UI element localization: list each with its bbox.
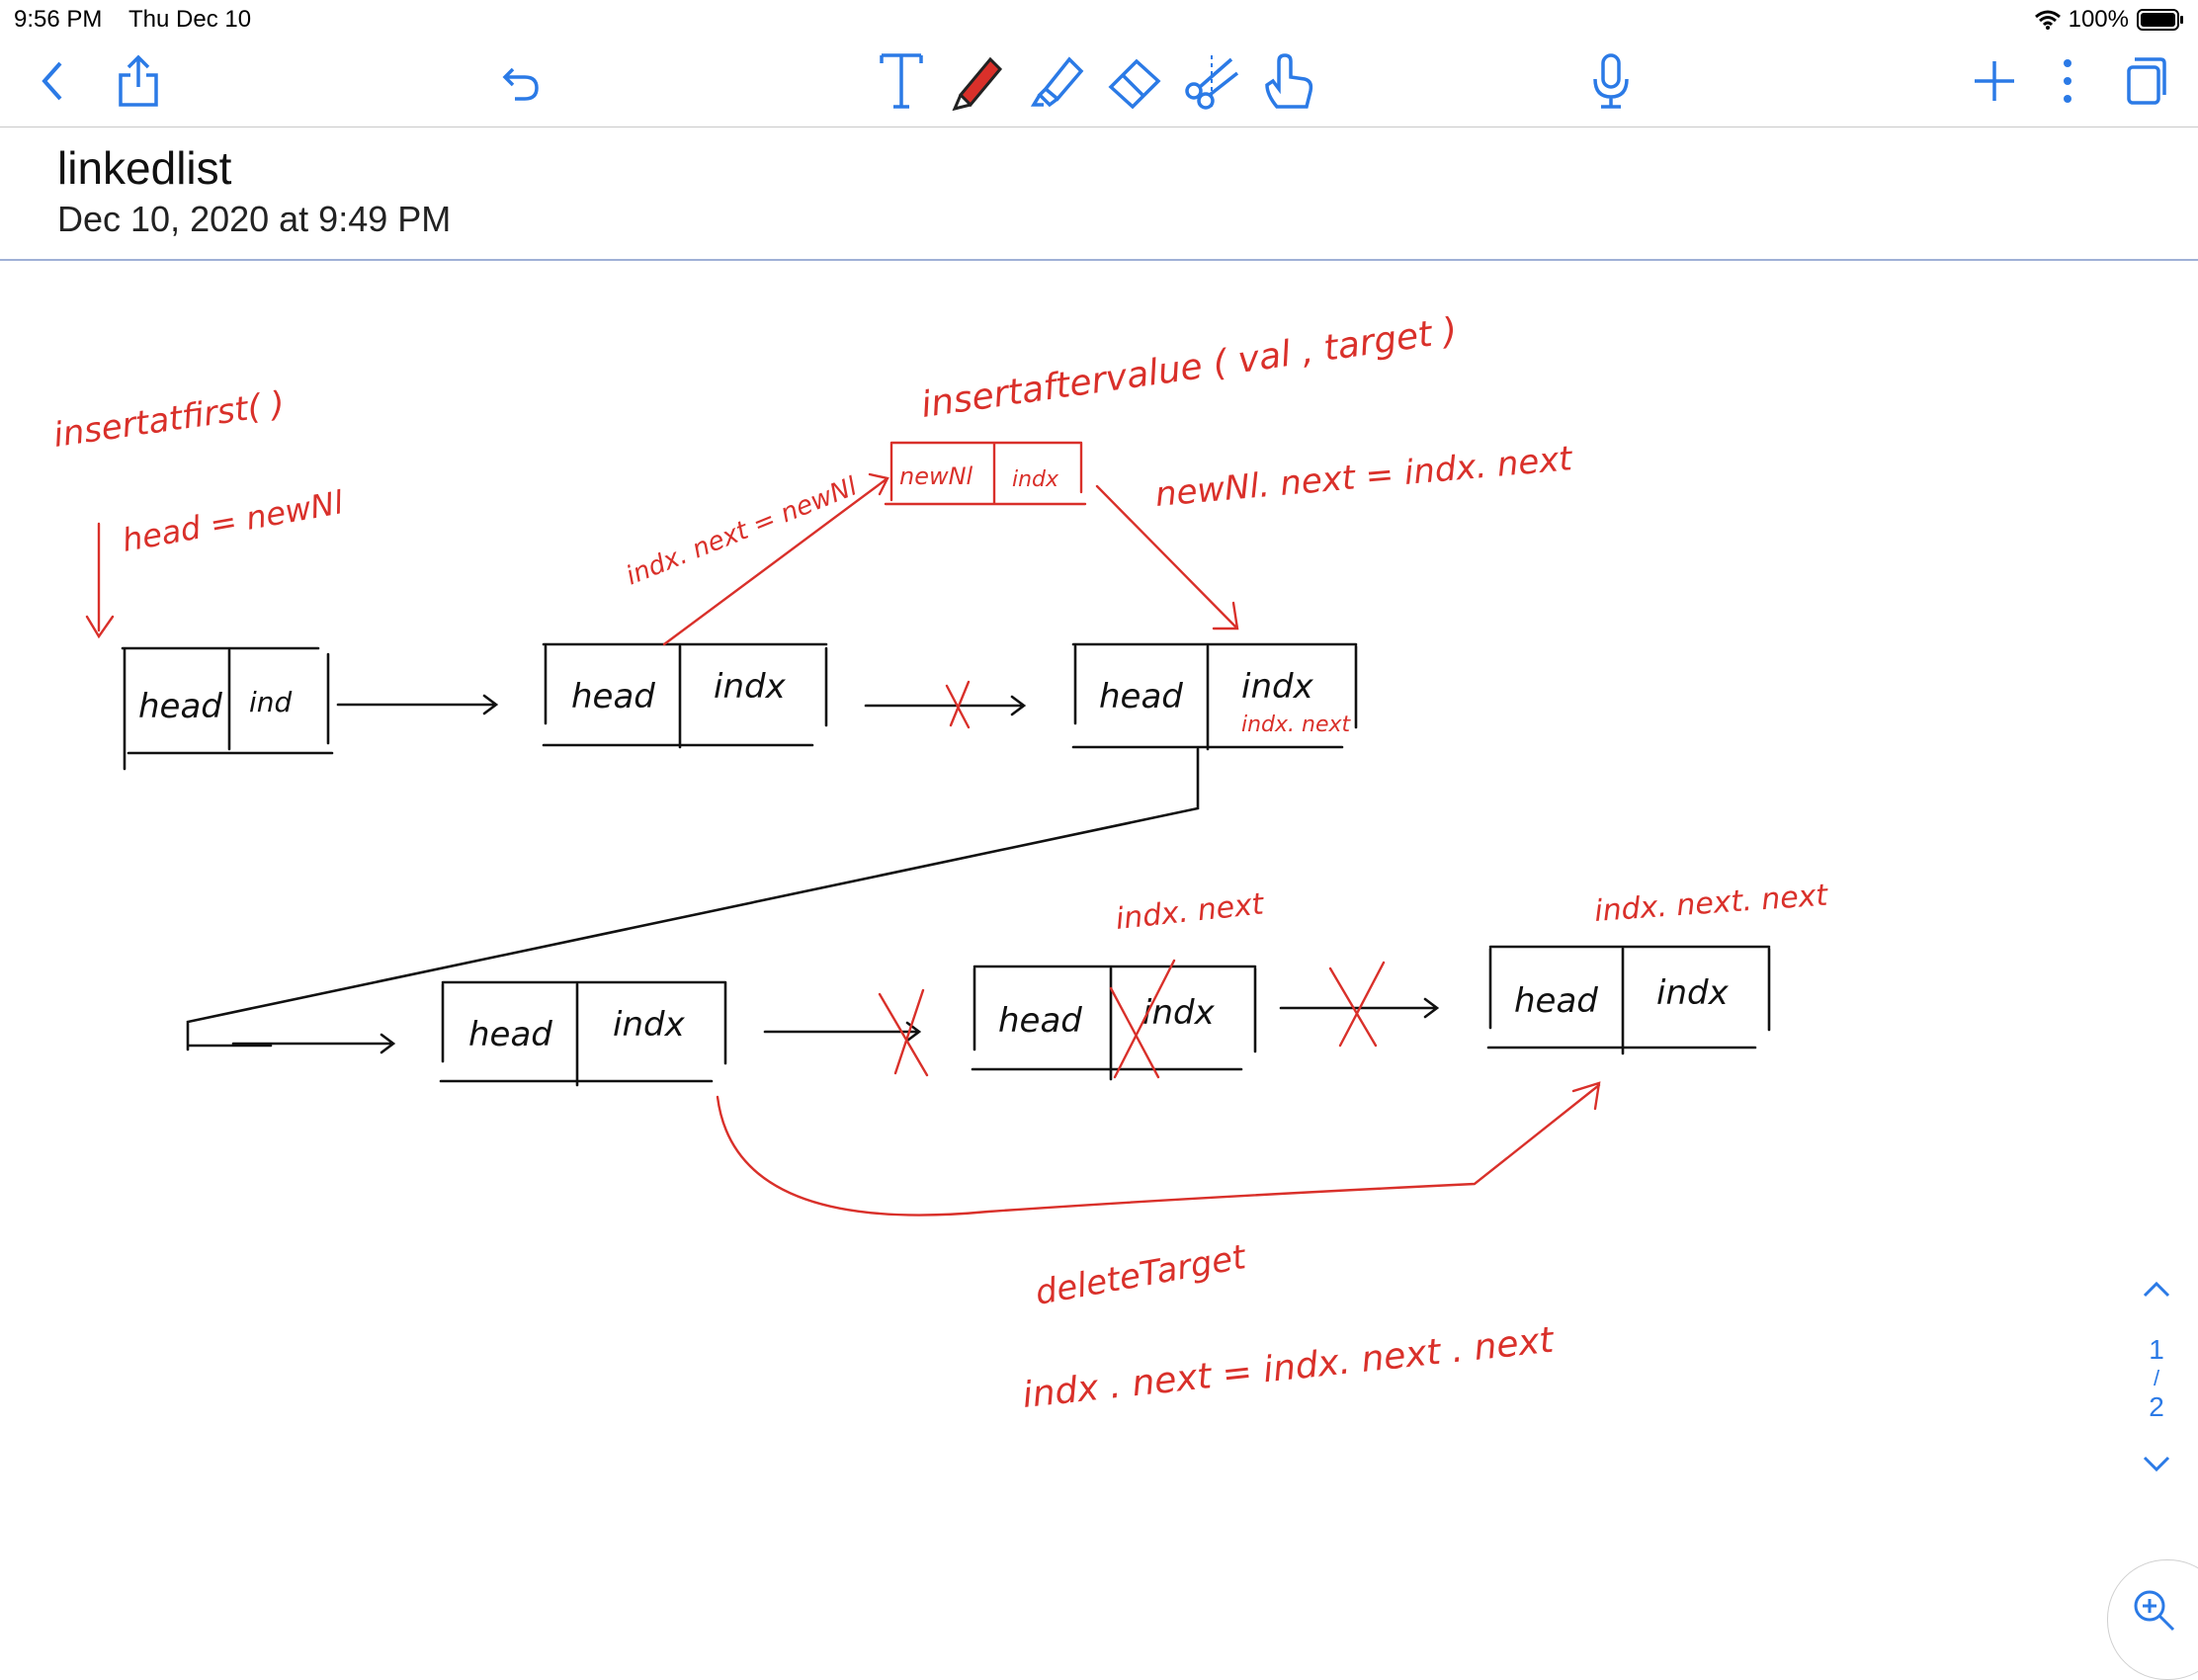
label-indx-next-eq-newnl: indx. next = newNl bbox=[622, 471, 862, 591]
page-navigator: 1 / 2 bbox=[2127, 1273, 2186, 1510]
label-indx-next-top: indx. next bbox=[1114, 886, 1266, 937]
arrow-4-5 bbox=[763, 1021, 922, 1043]
chevron-left-icon bbox=[42, 61, 62, 101]
new-node-box bbox=[884, 441, 1087, 506]
undo-icon bbox=[502, 67, 539, 101]
total-page-number: 2 bbox=[2149, 1391, 2164, 1422]
node-2-right-label: indx bbox=[714, 667, 787, 707]
chevron-up-icon bbox=[2143, 1281, 2170, 1298]
new-node-right-label: indx bbox=[1012, 467, 1059, 492]
toolbar bbox=[0, 40, 2198, 127]
node-2 bbox=[542, 642, 828, 749]
share-icon bbox=[119, 54, 158, 107]
battery-icon bbox=[2137, 9, 2183, 31]
label-head-eq-newnl: head = newNl bbox=[120, 483, 346, 559]
microphone-button[interactable] bbox=[1581, 49, 1641, 113]
page-separator: / bbox=[2153, 1366, 2160, 1390]
node-2-left-label: head bbox=[571, 677, 655, 716]
node-3-left-label: head bbox=[1099, 677, 1183, 716]
status-date: Thu Dec 10 bbox=[128, 6, 252, 33]
label-insertaftervalue: insertaftervalue ( val , target ) bbox=[919, 310, 1460, 426]
pen-icon bbox=[952, 56, 1003, 111]
node-6 bbox=[1486, 945, 1771, 1055]
label-indx-next-next-top: indx. next. next bbox=[1593, 878, 1829, 928]
node-4-right-label: indx bbox=[613, 1005, 686, 1045]
arrow-row2-in bbox=[231, 1033, 396, 1054]
node-1-right-label: ind bbox=[249, 686, 293, 718]
node-3-right-label: indx bbox=[1241, 667, 1314, 707]
new-node-left-label: newNl bbox=[899, 462, 973, 490]
cross-mark-4 bbox=[1328, 961, 1386, 1048]
note-date: Dec 10, 2020 at 9:49 PM bbox=[57, 199, 452, 239]
plus-icon bbox=[1975, 61, 2014, 101]
arrow-2-3 bbox=[864, 695, 1027, 716]
share-button[interactable] bbox=[109, 49, 168, 113]
node-5 bbox=[971, 965, 1257, 1081]
page-up-button[interactable] bbox=[2127, 1273, 2186, 1316]
pages-button[interactable] bbox=[2115, 49, 2174, 113]
pen-tool-button[interactable] bbox=[947, 49, 1006, 113]
node-6-right-label: indx bbox=[1656, 973, 1730, 1013]
cross-mark-3 bbox=[1109, 959, 1176, 1079]
label-delete-formula: indx . next = indx. next . next bbox=[1021, 1320, 1558, 1416]
note-header: linkedlist Dec 10, 2020 at 9:49 PM bbox=[0, 127, 2198, 261]
status-time: 9:56 PM bbox=[14, 6, 103, 33]
more-vertical-icon bbox=[2064, 59, 2071, 103]
label-newnl-next: newNl. next = indx. next bbox=[1153, 439, 1575, 515]
node-4 bbox=[439, 980, 727, 1087]
highlighter-icon bbox=[1030, 56, 1084, 108]
undo-button[interactable] bbox=[491, 49, 550, 113]
microphone-icon bbox=[1593, 53, 1629, 109]
node-5-left-label: head bbox=[998, 1001, 1082, 1041]
pages-icon bbox=[2127, 57, 2166, 105]
node-4-left-label: head bbox=[468, 1015, 552, 1054]
drawing-canvas[interactable]: head ind head indx head indx head indx h… bbox=[0, 261, 2198, 1648]
text-tool-icon bbox=[880, 53, 923, 109]
node-1 bbox=[121, 646, 334, 771]
current-page-number: 1 bbox=[2149, 1334, 2164, 1365]
arrow-indx-to-newnl bbox=[662, 472, 889, 646]
hand-tool-button[interactable] bbox=[1259, 49, 1318, 113]
chevron-down-icon bbox=[2143, 1456, 2170, 1472]
eraser-tool-button[interactable] bbox=[1105, 49, 1164, 113]
more-options-button[interactable] bbox=[2038, 49, 2097, 113]
arrow-5-6 bbox=[1279, 997, 1440, 1019]
highlighter-tool-button[interactable] bbox=[1028, 49, 1087, 113]
arrow-1-2 bbox=[336, 694, 499, 715]
wifi-icon bbox=[2034, 10, 2061, 30]
label-insertatfirst: insertatfirst( ) bbox=[51, 384, 288, 456]
back-button[interactable] bbox=[24, 49, 83, 113]
bypass-curve-arrow bbox=[716, 1081, 1601, 1217]
node-3-sub-label: indx. next bbox=[1241, 713, 1352, 737]
node-6-left-label: head bbox=[1514, 981, 1598, 1021]
cross-mark-2 bbox=[878, 988, 929, 1077]
node-1-left-label: head bbox=[138, 687, 222, 726]
note-title[interactable]: linkedlist bbox=[57, 142, 232, 194]
lasso-tool-button[interactable] bbox=[1182, 49, 1241, 113]
label-delete-target: deleteTarget bbox=[1033, 1237, 1250, 1313]
page-down-button[interactable] bbox=[2127, 1449, 2186, 1480]
zoom-in-icon bbox=[2134, 1590, 2175, 1632]
status-bar: 9:56 PM Thu Dec 10 100% bbox=[0, 0, 2198, 40]
arrow-newnl-to-node3 bbox=[1095, 484, 1239, 630]
add-page-button[interactable] bbox=[1965, 49, 2024, 113]
status-indicators: 100% bbox=[2034, 6, 2184, 34]
long-connector-line bbox=[186, 747, 1200, 1051]
node-3 bbox=[1071, 642, 1358, 751]
battery-percent: 100% bbox=[2068, 6, 2129, 33]
hand-icon bbox=[1265, 53, 1313, 109]
eraser-icon bbox=[1108, 58, 1161, 110]
cross-mark-1 bbox=[945, 680, 971, 729]
head-down-arrow bbox=[85, 522, 115, 639]
text-tool-button[interactable] bbox=[872, 49, 931, 113]
scissors-icon bbox=[1185, 55, 1239, 110]
handwriting-svg: head ind head indx head indx head indx h… bbox=[51, 310, 1830, 1416]
